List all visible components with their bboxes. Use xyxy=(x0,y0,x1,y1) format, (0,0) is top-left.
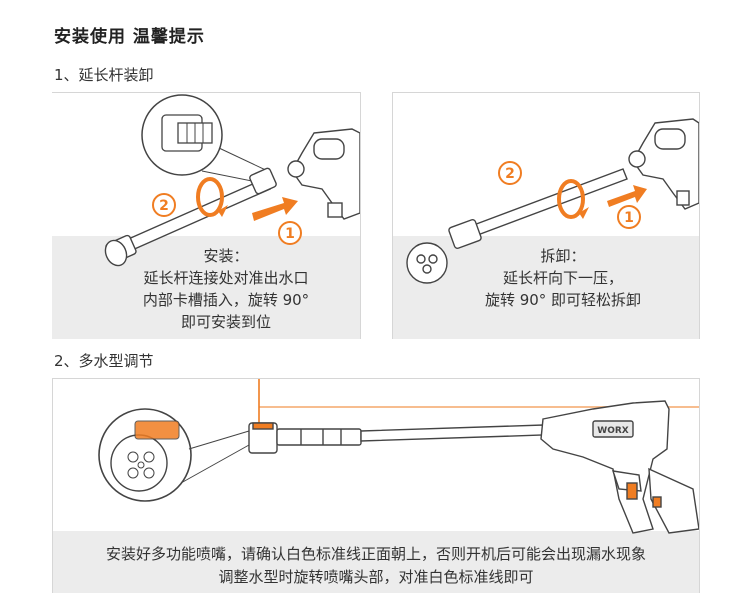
spray-caption-line: 安装好多功能喷嘴，请确认白色标准线正面朝上，否则开机后可能会出现漏水现象 xyxy=(105,545,646,563)
section-heading-spray: 2、多水型调节 xyxy=(54,352,154,370)
brand-label: WORX xyxy=(597,426,629,436)
step-2-badge: 2 xyxy=(152,193,176,217)
step-1-label: 1 xyxy=(285,226,295,242)
push-arrow-icon xyxy=(607,185,647,207)
gun-body xyxy=(287,128,360,220)
remove-illustration: 2 1 xyxy=(406,118,699,284)
extension-rod xyxy=(406,168,628,284)
push-arrow-icon xyxy=(252,197,298,221)
install-caption: 安装： 延长杆连接处对准出水口 内部卡槽插入，旋转 90° 即可安装到位 xyxy=(92,245,360,333)
rotate-arrow-icon xyxy=(557,179,589,219)
spray-caption-bg xyxy=(53,531,699,593)
step-1-badge: 1 xyxy=(617,205,641,229)
remove-caption-line: 延长杆向下一压， xyxy=(502,269,623,287)
extension-rod xyxy=(360,424,544,442)
remove-caption-line: 旋转 90° 即可轻松拆卸 xyxy=(484,291,642,309)
spray-caption-line: 调整水型时旋转喷嘴头部，对准白色标准线即可 xyxy=(218,568,534,586)
step-1-badge: 1 xyxy=(278,221,302,245)
step-2-badge: 2 xyxy=(498,161,522,185)
spray-nozzle xyxy=(248,422,362,454)
section-heading-assembly: 1、延长杆装卸 xyxy=(54,66,154,84)
install-illustration: 2 1 xyxy=(104,94,360,267)
step-1-label: 1 xyxy=(624,210,634,226)
remove-caption-line: 拆卸： xyxy=(540,247,586,265)
page-title: 安装使用 温馨提示 xyxy=(54,27,205,47)
gun-body xyxy=(540,400,699,534)
install-caption-line: 内部卡槽插入，旋转 90° xyxy=(142,291,310,309)
install-caption-line: 安装： xyxy=(203,247,249,265)
gun-body xyxy=(628,118,699,210)
install-caption-line: 延长杆连接处对准出水口 xyxy=(143,269,309,287)
extension-rod xyxy=(104,167,277,267)
nozzle-zoom-detail xyxy=(98,408,250,502)
install-panel: 2 1 安装： 延长杆连接处对准出水口 内部卡槽插入，旋转 90° 即可安装到位 xyxy=(52,92,361,339)
install-caption-bg xyxy=(52,236,360,339)
step-2-label: 2 xyxy=(505,166,515,182)
remove-caption: 拆卸： 延长杆向下一压， 旋转 90° 即可轻松拆卸 xyxy=(433,245,693,311)
remove-panel: 2 1 拆卸： 延长杆向下一压， 旋转 90° 即可轻松拆卸 xyxy=(392,92,700,339)
spray-panel: WORX 安装好多功能喷嘴，请确认白色标准线正面朝上，否则开机后可能会出现漏水现… xyxy=(52,378,700,593)
spray-caption: 安装好多功能喷嘴，请确认白色标准线正面朝上，否则开机后可能会出现漏水现象 调整水… xyxy=(53,543,699,589)
spray-illustration: WORX xyxy=(98,379,699,534)
connector-zoom-detail xyxy=(141,94,273,186)
install-caption-line: 即可安装到位 xyxy=(180,313,271,331)
rotate-arrow-icon xyxy=(196,177,228,217)
step-2-label: 2 xyxy=(159,198,169,214)
